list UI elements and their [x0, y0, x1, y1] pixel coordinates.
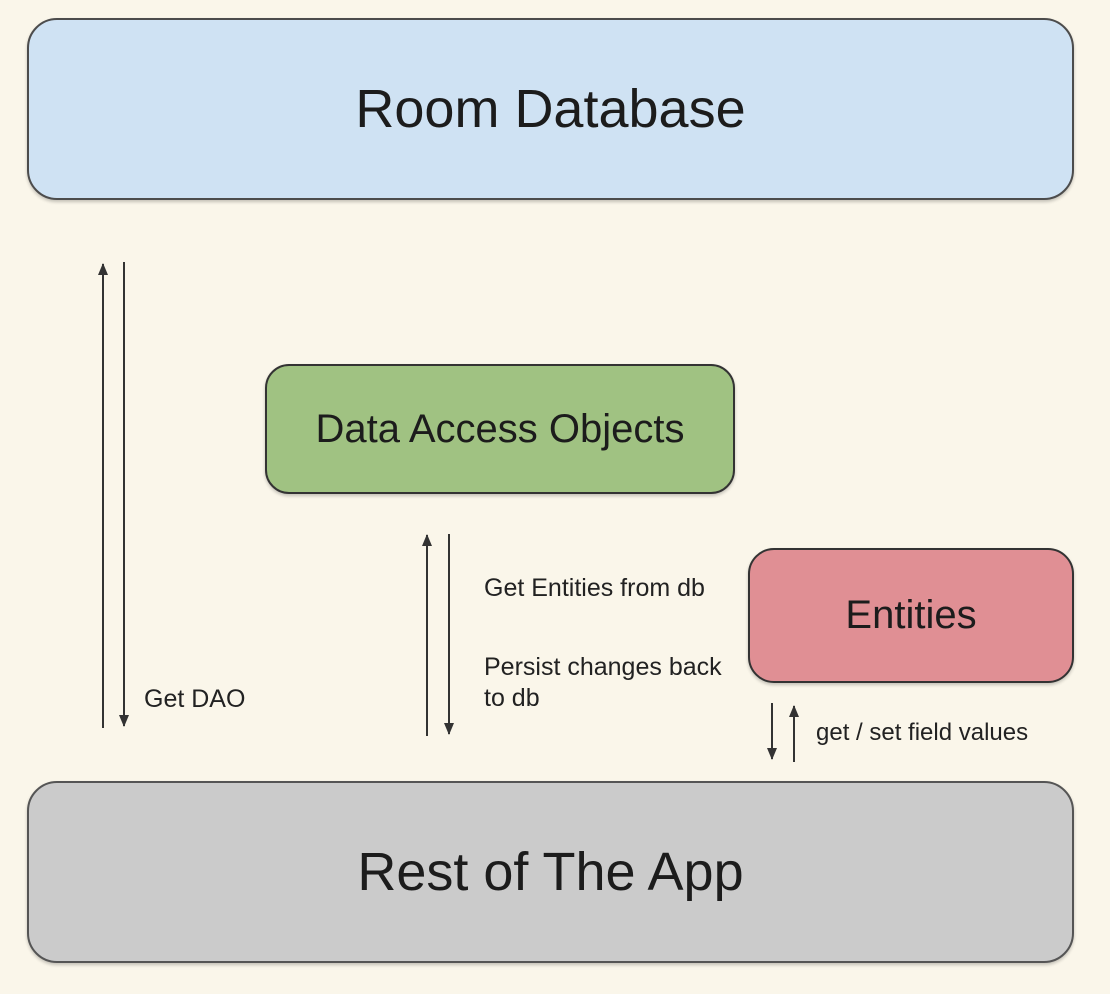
edge-label-get-dao: Get DAO — [144, 685, 246, 713]
edge-label-persist-changes: Persist changes back to db — [484, 653, 722, 713]
node-room-database-label: Room Database — [355, 79, 746, 139]
edge-label-get-entities-from-db: Get Entities from db — [484, 574, 705, 602]
node-entities-label: Entities — [845, 593, 977, 637]
node-data-access-objects: Data Access Objects — [265, 364, 735, 494]
node-rest-of-app-label: Rest of The App — [357, 842, 744, 902]
node-rest-of-app: Rest of The App — [27, 781, 1074, 963]
node-entities: Entities — [748, 548, 1074, 683]
node-data-access-objects-label: Data Access Objects — [315, 406, 685, 451]
node-room-database: Room Database — [27, 18, 1074, 200]
edge-label-get-set-field-values: get / set field values — [816, 719, 1029, 746]
